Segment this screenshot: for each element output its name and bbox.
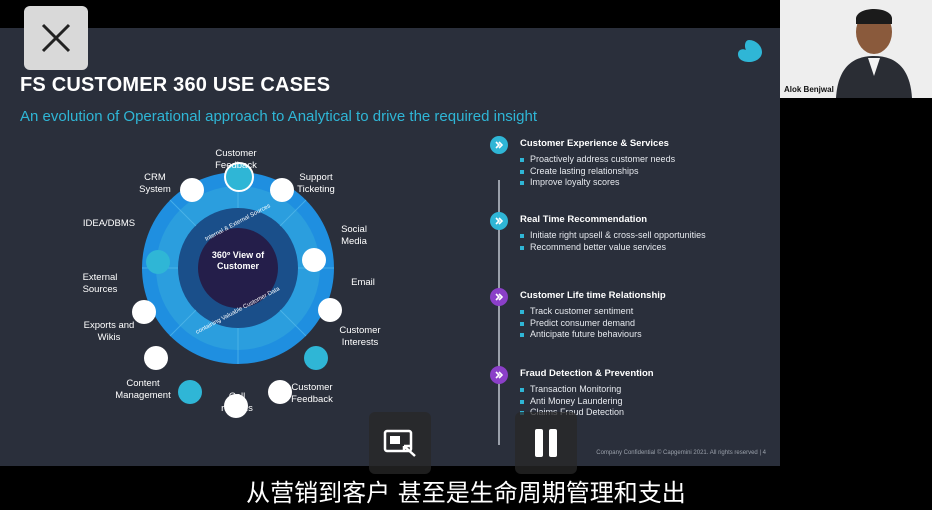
presentation-slide: FS CUSTOMER 360 USE CASES An evolution o… bbox=[0, 28, 780, 466]
slide-title: FS CUSTOMER 360 USE CASES bbox=[20, 74, 331, 96]
label-customer-feedback-bottom: Customer Feedback bbox=[291, 382, 333, 405]
list-item: Track customer sentiment bbox=[520, 306, 642, 318]
ticket-icon bbox=[270, 178, 294, 202]
phone-icon bbox=[224, 394, 248, 418]
section-list: Proactively address customer needs Creat… bbox=[520, 154, 675, 189]
list-item: Predict consumer demand bbox=[520, 318, 642, 330]
label-crm-system: CRM System bbox=[139, 172, 171, 195]
screenshot-button[interactable] bbox=[369, 412, 431, 474]
label-external-sources: External Sources bbox=[82, 272, 118, 295]
close-icon bbox=[41, 23, 71, 53]
chevron-right-icon bbox=[490, 366, 508, 384]
chevron-right-icon bbox=[490, 212, 508, 230]
wiki-icon bbox=[144, 346, 168, 370]
section-real-time-recommendation: Real Time Recommendation Initiate right … bbox=[490, 212, 750, 276]
label-social-media: Social Media bbox=[341, 224, 367, 247]
customer-360-wheel: 360º View of Customer Internal & Externa… bbox=[132, 162, 342, 418]
list-item: Anticipate future behaviours bbox=[520, 329, 642, 341]
slide-subtitle: An evolution of Operational approach to … bbox=[20, 108, 537, 125]
list-item: Create lasting relationships bbox=[520, 166, 675, 178]
pause-button[interactable] bbox=[515, 412, 577, 474]
pause-icon bbox=[535, 429, 557, 457]
label-email: Email bbox=[351, 277, 375, 288]
timeline-line bbox=[498, 180, 500, 445]
screen-capture-icon bbox=[383, 429, 416, 457]
label-call-records: Call records bbox=[221, 391, 253, 414]
label-support-ticketing: Support Ticketing bbox=[297, 172, 335, 195]
chevron-right-icon bbox=[490, 288, 508, 306]
list-item: Transaction Monitoring bbox=[520, 384, 624, 396]
section-title: Customer Experience & Services bbox=[520, 138, 669, 149]
label-customer-feedback-top: Customer Feedback bbox=[215, 148, 257, 171]
section-list: Track customer sentiment Predict consume… bbox=[520, 306, 642, 341]
chat-icon bbox=[268, 380, 292, 404]
social-media-icon bbox=[302, 248, 326, 272]
participant-avatar bbox=[780, 0, 932, 98]
section-customer-experience: Customer Experience & Services Proactive… bbox=[490, 136, 750, 200]
chevron-right-icon bbox=[490, 136, 508, 154]
close-button[interactable] bbox=[24, 6, 88, 70]
label-content-management: Content Management bbox=[115, 378, 171, 401]
section-list: Initiate right upsell & cross-sell oppor… bbox=[520, 230, 710, 253]
participant-video[interactable]: Alok Benjwal bbox=[780, 0, 932, 98]
video-caption: 从营销到客户 甚至是生命周期管理和支出 bbox=[246, 478, 686, 507]
section-title: Customer Life time Relationship bbox=[520, 290, 666, 301]
section-title: Fraud Detection & Prevention bbox=[520, 368, 654, 379]
external-link-icon bbox=[132, 300, 156, 324]
plus-icon bbox=[304, 346, 328, 370]
list-item: Recommend better value services bbox=[520, 242, 710, 254]
wheel-center-text: 360º View of Customer bbox=[211, 250, 265, 271]
email-icon bbox=[318, 298, 342, 322]
label-exports-wikis: Exports and Wikis bbox=[83, 320, 135, 343]
label-idea-dbms: IDEA/DBMS bbox=[82, 218, 136, 229]
section-title: Real Time Recommendation bbox=[520, 214, 648, 225]
list-item: Initiate right upsell & cross-sell oppor… bbox=[520, 230, 710, 242]
sun-icon bbox=[224, 162, 254, 192]
participant-name: Alok Benjwal bbox=[784, 85, 834, 94]
list-item: Improve loyalty scores bbox=[520, 177, 675, 189]
database-icon bbox=[146, 250, 170, 274]
list-item: Anti Money Laundering bbox=[520, 396, 624, 408]
slide-footer: Company Confidential © Capgemini 2021. A… bbox=[596, 450, 766, 456]
capgemini-logo-icon bbox=[734, 38, 764, 69]
list-item: Proactively address customer needs bbox=[520, 154, 675, 166]
section-customer-lifetime: Customer Life time Relationship Track cu… bbox=[490, 288, 750, 352]
label-customer-interests: Customer Interests bbox=[339, 325, 381, 348]
section-fraud-detection: Fraud Detection & Prevention Transaction… bbox=[490, 366, 750, 430]
network-icon bbox=[180, 178, 204, 202]
content-icon bbox=[178, 380, 202, 404]
